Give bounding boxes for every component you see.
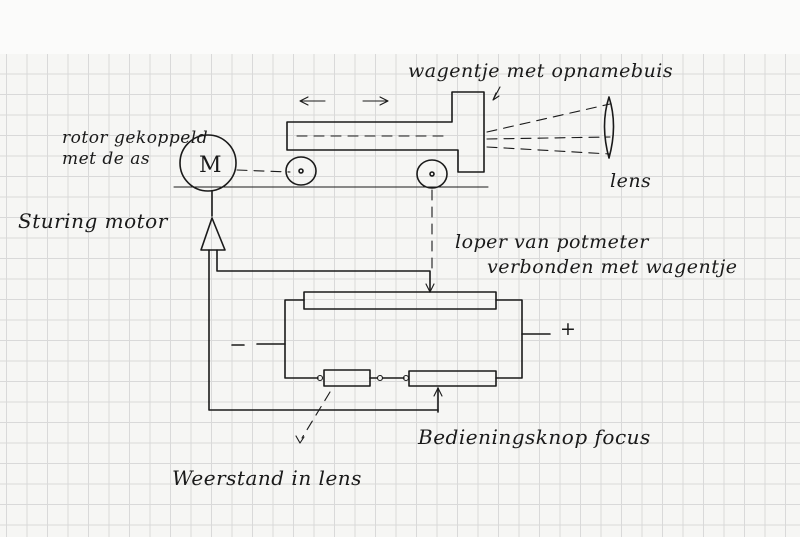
resistor-leader: [301, 391, 331, 439]
wiper-arrow: [425, 283, 435, 293]
carriage-body: [286, 91, 485, 173]
plus-label: +: [560, 318, 577, 340]
focus-knob-label: Bedieningsknop focus: [418, 425, 651, 449]
motor-circle: [179, 134, 237, 192]
ray-bottom: [486, 146, 611, 155]
wheel-left-hub: [298, 168, 304, 174]
lens-resistor: [323, 369, 371, 387]
lens-resistor-label: Weerstand in lens: [172, 466, 362, 490]
rotor-label: rotor gekoppeld: [62, 128, 209, 148]
rotor-label-line2: met de as: [62, 149, 151, 169]
arrow-left: [299, 96, 326, 106]
amplifier-triangle: [200, 217, 226, 251]
wheel-right-hub: [429, 171, 435, 177]
wire-to-wiper: [216, 249, 431, 293]
paper-top-margin: [0, 0, 800, 54]
wire-feedback: [208, 249, 439, 411]
wiper-label-line2: verbonden met wagentje: [487, 256, 738, 278]
resistor-leader-arrow: [295, 435, 305, 444]
focus-wiper-arrow: [433, 387, 443, 397]
motor-shaft: [236, 169, 291, 173]
wire-left-frame: [284, 299, 319, 379]
terminal-2: [376, 374, 384, 382]
lens-label: lens: [610, 170, 652, 192]
motor-symbol: M: [199, 153, 222, 178]
ray-top: [486, 103, 611, 133]
arrow-right: [362, 96, 389, 106]
wheel-left: [285, 156, 317, 186]
lens-shape: [603, 96, 615, 159]
wiper-label-line1: loper van potmeter: [455, 231, 649, 253]
wheel-right: [416, 159, 448, 189]
terminal-1: [316, 374, 324, 382]
potentiometer: [303, 291, 497, 310]
wire-right-frame: [495, 299, 523, 379]
carriage-leader: [492, 86, 501, 101]
carriage-label: wagentje met opnamebuis: [408, 60, 674, 82]
focus-potentiometer: [408, 370, 497, 387]
control-motor-label: Sturing motor: [18, 209, 168, 233]
ray-mid: [486, 136, 611, 140]
